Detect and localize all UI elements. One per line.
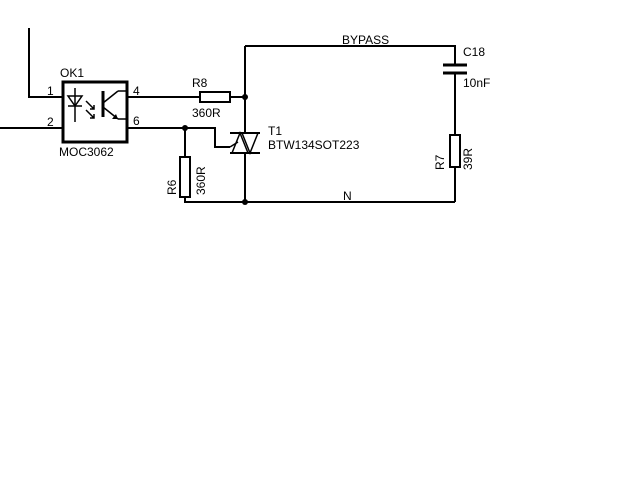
resistor-icon <box>179 156 191 198</box>
pin-label-2: 2 <box>47 115 54 129</box>
triac-t1: T1 BTW134SOT223 <box>229 124 360 156</box>
c18-value: 10nF <box>463 76 490 90</box>
wire-neutral-bottom <box>184 197 455 203</box>
t1-value: BTW134SOT223 <box>268 138 360 152</box>
r7-ref: R7 <box>433 154 447 170</box>
junctions <box>182 94 248 205</box>
junction-dot <box>182 125 188 131</box>
optocoupler-body <box>61 80 129 144</box>
net-label-neutral: N <box>343 189 352 203</box>
resistor-icon <box>199 91 231 103</box>
r7-value: 39R <box>461 148 475 170</box>
junction-dot <box>242 199 248 205</box>
resistor-r6: R6 360R <box>165 156 208 198</box>
r8-value: 360R <box>192 106 221 120</box>
pin-label-6: 6 <box>133 114 140 128</box>
input-wires <box>0 28 63 129</box>
led-icon <box>66 88 95 122</box>
r6-ref: R6 <box>165 179 179 195</box>
r6-value: 360R <box>194 166 208 195</box>
r8-ref: R8 <box>192 76 208 90</box>
junction-dot <box>242 94 248 100</box>
optocoupler-ref: OK1 <box>60 66 84 80</box>
pin-label-1: 1 <box>47 84 54 98</box>
optocoupler-ok1: OK1 MOC3062 1 2 4 6 <box>47 66 140 159</box>
wire-pin6-gate <box>127 127 230 148</box>
circuit-wires <box>127 45 456 203</box>
resistor-r8: R8 360R <box>192 76 231 120</box>
wire-bypass-top <box>245 45 456 65</box>
optocoupler-value: MOC3062 <box>59 145 114 159</box>
capacitor-c18: C18 10nF <box>443 45 490 90</box>
net-label-bypass: BYPASS <box>342 33 389 47</box>
triac-icon <box>229 130 260 156</box>
resistor-icon <box>449 134 461 168</box>
c18-ref: C18 <box>463 45 485 59</box>
t1-ref: T1 <box>268 124 282 138</box>
pin-label-4: 4 <box>133 84 140 98</box>
phototriac-icon <box>101 90 127 120</box>
resistor-r7: R7 39R <box>433 134 475 170</box>
input-wire-pin1 <box>28 28 63 98</box>
capacitor-icon <box>443 63 467 75</box>
